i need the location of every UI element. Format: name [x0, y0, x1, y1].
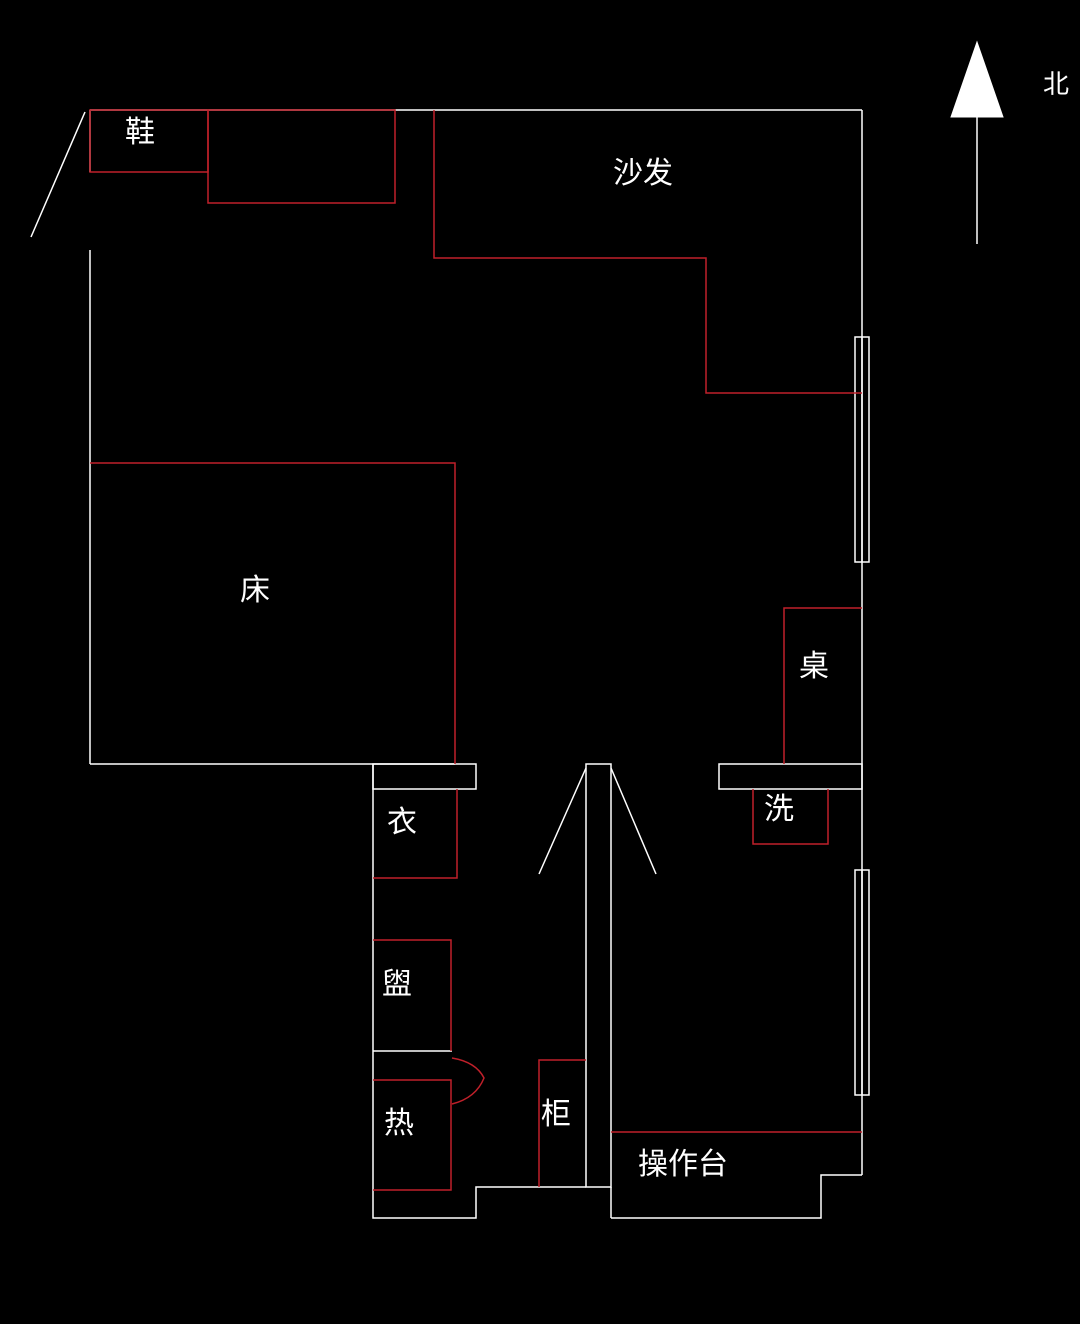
bed-outline — [90, 462, 456, 764]
sink-outline — [752, 789, 829, 845]
toilet-outline — [373, 939, 452, 1051]
kitchen-door-swing — [610, 767, 657, 875]
cabinet-small-outline — [538, 1059, 586, 1187]
wardrobe-outline — [373, 789, 458, 879]
cabinet-outline — [207, 109, 396, 204]
label-shoe-cabinet: 鞋 — [125, 115, 155, 150]
label-sink: 洗 — [764, 792, 794, 827]
water-heater-outline — [373, 1079, 452, 1191]
wall-stub-right — [718, 763, 863, 790]
label-wardrobe: 衣 — [387, 805, 417, 840]
label-bed: 床 — [240, 573, 270, 608]
label-desk: 桌 — [799, 649, 829, 684]
north-arrow-icon — [950, 40, 1004, 244]
partition-wall — [585, 763, 612, 1188]
sofa-outline — [433, 110, 862, 394]
basin-outline — [451, 1057, 485, 1105]
entry-door-swing — [30, 111, 86, 238]
north-label: 北 — [1043, 70, 1069, 100]
furniture — [89, 109, 862, 1191]
interior-walls — [372, 763, 863, 1218]
outer-walls — [89, 109, 863, 1219]
windows — [854, 336, 870, 1096]
desk-outline — [783, 607, 862, 764]
label-toilet: 盥 — [382, 967, 412, 1002]
label-countertop: 操作台 — [638, 1147, 728, 1182]
label-cabinet: 柜 — [541, 1097, 571, 1132]
wall-stub-left — [372, 763, 477, 790]
bathroom-door-swing — [538, 767, 587, 875]
label-water-heater: 热 — [384, 1106, 414, 1141]
doors — [30, 111, 657, 875]
label-sofa: 沙发 — [613, 156, 673, 191]
